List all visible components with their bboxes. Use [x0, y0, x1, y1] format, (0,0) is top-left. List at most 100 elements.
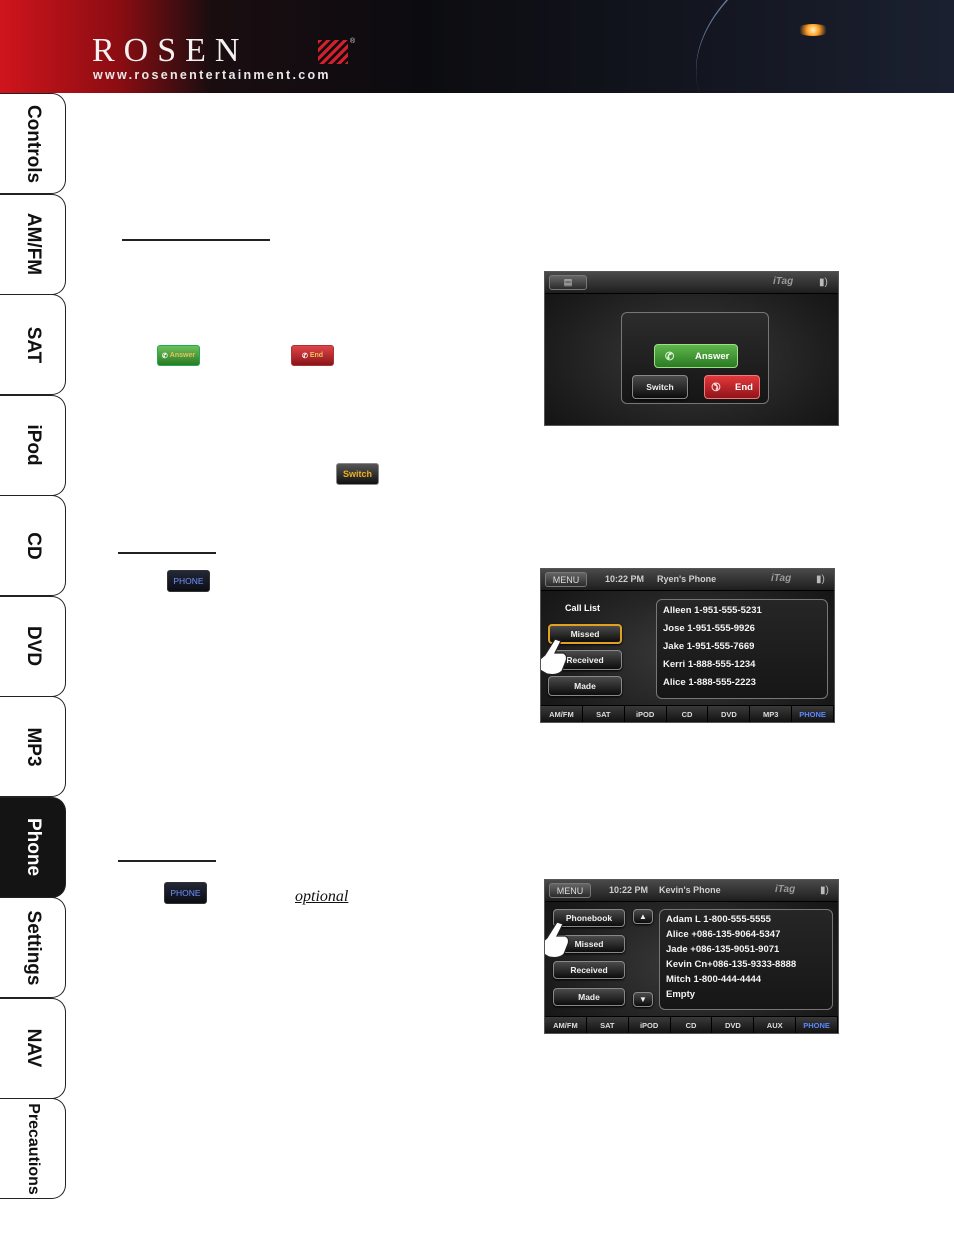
tab-dvd[interactable]: DVD — [712, 1017, 755, 1033]
call-list-panel: Alleen 1-951-555-5231 Jose 1-951-555-992… — [656, 599, 828, 699]
tab-label: Controls — [22, 104, 44, 183]
tab-label: CD — [22, 531, 44, 560]
incoming-call-screen: ▤ iTag ▮) ✆ Answer Switch ✆ End — [544, 271, 839, 426]
scroll-up-button[interactable]: ▲ — [633, 909, 653, 924]
received-calls-button[interactable]: Received — [548, 650, 622, 670]
received-calls-button[interactable]: Received — [553, 961, 625, 979]
tab-dvd[interactable]: DVD — [708, 706, 751, 722]
call-list-entry[interactable]: Jake 1-951-555-7669 — [663, 641, 755, 652]
section-heading-underline — [122, 239, 270, 241]
tab-settings[interactable]: Settings — [0, 897, 66, 998]
call-control-panel: ✆ Answer Switch ✆ End — [621, 312, 769, 404]
menu-button[interactable]: MENU — [549, 883, 591, 898]
phonebook-entry[interactable]: Adam L 1-800-555-5555 — [666, 914, 771, 925]
sunrise-graphic — [796, 24, 830, 36]
made-calls-button[interactable]: Made — [553, 988, 625, 1006]
scroll-down-button[interactable]: ▼ — [633, 992, 653, 1007]
phone-name: Kevin's Phone — [659, 885, 721, 895]
phonebook-entry[interactable]: Mitch 1-800-444-4444 — [666, 974, 762, 985]
phonebook-entry[interactable]: Alice +086-135-9064-5347 — [666, 929, 781, 940]
tab-phone[interactable]: Phone — [0, 796, 66, 898]
tab-cd[interactable]: CD — [667, 706, 709, 722]
tab-sat[interactable]: SAT — [583, 706, 625, 722]
tab-label: iPod — [22, 424, 44, 466]
phone-tab-thumbnail: PHONE — [164, 882, 207, 904]
tab-ipod[interactable]: iPOD — [625, 706, 667, 722]
mode-indicator: iTag — [773, 276, 794, 287]
tab-sat[interactable]: SAT — [0, 294, 66, 395]
tab-am-fm[interactable]: AM/FM — [541, 706, 583, 722]
made-calls-button[interactable]: Made — [548, 676, 622, 696]
tab-cd[interactable]: CD — [0, 495, 66, 596]
source-tab-bar: AM/FM SAT iPOD CD DVD AUX PHONE — [545, 1016, 838, 1033]
tab-am-fm[interactable]: AM/FM — [545, 1017, 587, 1033]
registered-mark: ® — [350, 38, 356, 45]
tab-label: Phone — [22, 817, 44, 877]
tab-label: Settings — [22, 910, 44, 985]
tab-ipod[interactable]: iPod — [0, 394, 66, 496]
phonebook-entry[interactable]: Empty — [666, 989, 696, 1000]
call-list-entry[interactable]: Kerri 1-888-555-1234 — [663, 659, 756, 670]
speaker-icon[interactable]: ▮) — [820, 885, 829, 896]
answer-button-thumbnail: ✆Answer — [157, 345, 200, 366]
phonebook-entry[interactable]: Jade +086-135-9051-9071 — [666, 944, 780, 955]
screen-top-bar: MENU 10:22 PM Kevin's Phone iTag ▮) — [545, 880, 838, 902]
clock: 10:22 PM — [605, 574, 645, 584]
phonebook-screen: MENU 10:22 PM Kevin's Phone iTag ▮) Phon… — [544, 879, 839, 1034]
missed-calls-button[interactable]: Missed — [548, 624, 622, 644]
pointing-hand-icon — [541, 638, 568, 676]
phone-name: Ryen's Phone — [657, 574, 717, 584]
tab-label: SAT — [22, 326, 44, 363]
section-heading-underline — [118, 552, 216, 554]
arrow-up-icon: ▲ — [639, 912, 647, 921]
optional-note: optional — [295, 888, 349, 905]
header-banner: ROSEN ® www.rosenentertainment.com — [0, 0, 954, 93]
tab-label: NAV — [22, 1028, 44, 1068]
switch-button[interactable]: Switch — [632, 375, 688, 399]
speaker-icon[interactable]: ▮) — [816, 574, 825, 585]
mode-indicator: iTag — [771, 573, 792, 584]
call-list-entry[interactable]: Alice 1-888-555-2223 — [663, 677, 756, 688]
tab-controls[interactable]: Controls — [0, 93, 66, 194]
tab-aux[interactable]: AUX — [754, 1017, 797, 1033]
tab-cd[interactable]: CD — [671, 1017, 713, 1033]
phone-handset-icon: ✆ — [665, 351, 675, 363]
tab-phone[interactable]: PHONE — [796, 1017, 838, 1033]
phone-tab-thumbnail: PHONE — [167, 570, 210, 592]
call-list-screen: MENU 10:22 PM Ryen's Phone iTag ▮) Call … — [540, 568, 835, 723]
tab-label: DVD — [22, 625, 44, 667]
call-list-entry[interactable]: Jose 1-951-555-9926 — [663, 623, 755, 634]
tab-ipod[interactable]: iPOD — [629, 1017, 671, 1033]
brand-sunburst-icon — [318, 40, 348, 64]
tab-precautions[interactable]: Precautions — [0, 1098, 66, 1199]
tab-sat[interactable]: SAT — [587, 1017, 629, 1033]
call-list-entry[interactable]: Alleen 1-951-555-5231 — [663, 605, 762, 616]
end-call-button[interactable]: ✆ End — [704, 375, 760, 399]
back-button[interactable]: ▤ — [549, 275, 587, 290]
phonebook-button[interactable]: Phonebook — [553, 909, 625, 927]
switch-button-thumbnail: Switch — [336, 463, 379, 485]
tab-mp3[interactable]: MP3 — [750, 706, 793, 722]
tab-label: AM/FM — [22, 212, 44, 276]
call-list-label: Call List — [565, 603, 601, 613]
tab-mp3[interactable]: MP3 — [0, 696, 66, 797]
tab-dvd[interactable]: DVD — [0, 595, 66, 697]
pointing-hand-icon — [545, 921, 570, 959]
answer-button[interactable]: ✆ Answer — [654, 344, 738, 368]
menu-button[interactable]: MENU — [545, 572, 587, 587]
tab-am-fm[interactable]: AM/FM — [0, 193, 66, 295]
phonebook-list-panel: Adam L 1-800-555-5555 Alice +086-135-906… — [659, 909, 833, 1010]
tab-label: Precautions — [24, 1102, 42, 1195]
website-url: www.rosenentertainment.com — [93, 68, 331, 82]
section-heading-underline — [118, 860, 216, 862]
screen-top-bar: MENU 10:22 PM Ryen's Phone iTag ▮) — [541, 569, 834, 591]
brand-logo: ROSEN — [92, 32, 249, 69]
phonebook-entry[interactable]: Kevin Cn+086-135-9333-8888 — [666, 959, 797, 970]
tab-nav[interactable]: NAV — [0, 997, 66, 1099]
arrow-down-icon: ▼ — [639, 995, 647, 1004]
screen-top-bar: ▤ iTag ▮) — [545, 272, 838, 294]
tab-phone[interactable]: PHONE — [792, 706, 834, 722]
speaker-icon[interactable]: ▮) — [819, 277, 828, 288]
source-tab-bar: AM/FM SAT iPOD CD DVD MP3 PHONE — [541, 705, 834, 722]
tab-label: MP3 — [22, 726, 44, 767]
